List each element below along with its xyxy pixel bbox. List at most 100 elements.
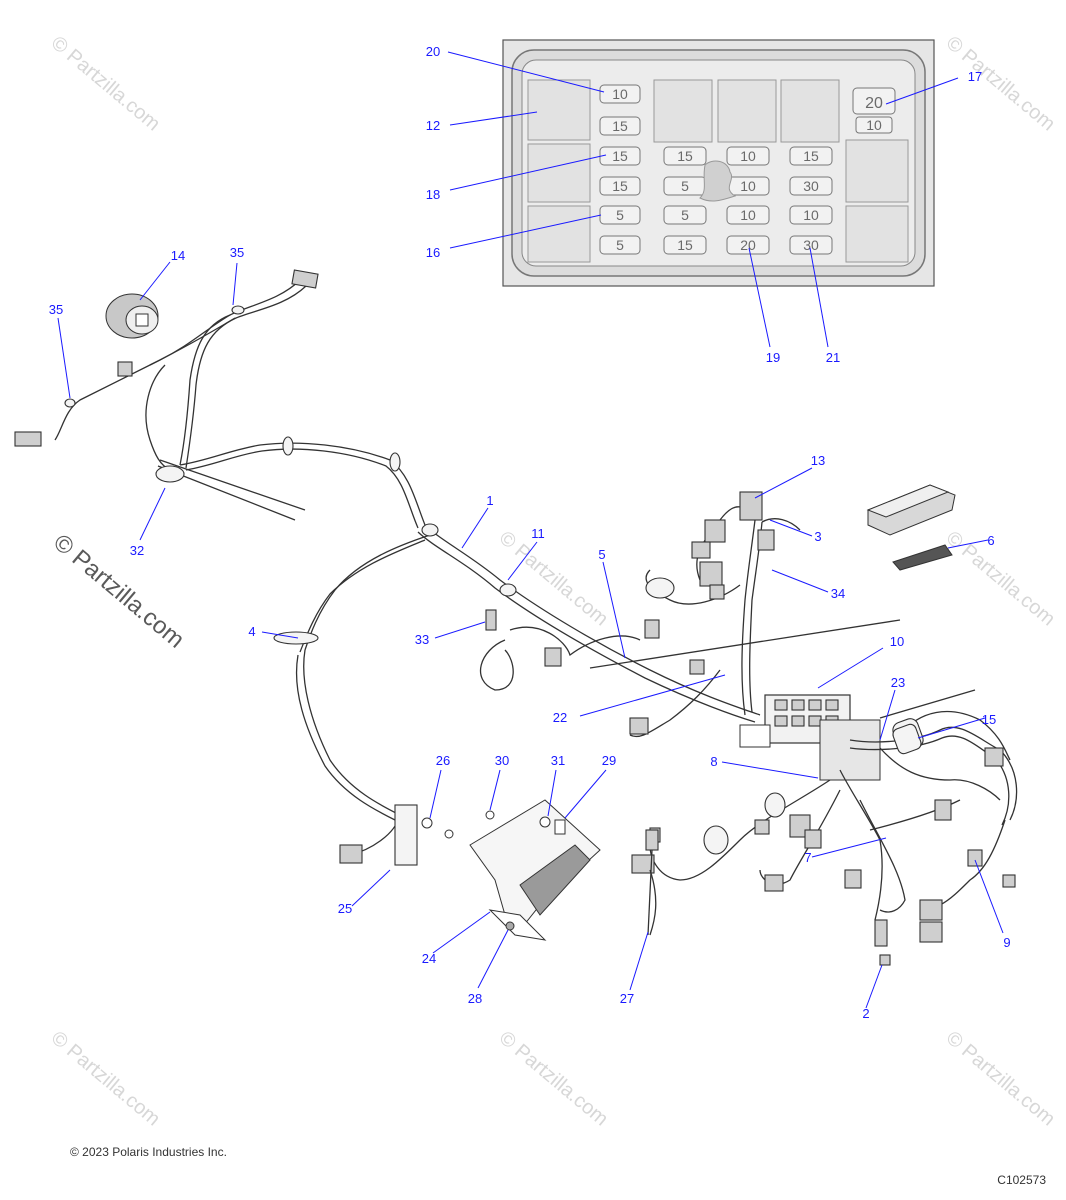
- fuse-rating: 10: [866, 117, 882, 133]
- fuse: 10: [789, 205, 833, 225]
- fuse: 15: [599, 116, 641, 136]
- fuse: 5: [663, 205, 707, 225]
- fuse-rating: 10: [740, 207, 756, 223]
- callout-21: 21: [826, 350, 840, 365]
- fuse-rating: 5: [681, 178, 689, 194]
- fuse: 15: [663, 146, 707, 166]
- callout-25: 25: [338, 901, 352, 916]
- callout-22: 22: [553, 710, 567, 725]
- figure-code: C102573: [997, 1173, 1046, 1187]
- fuse: 5: [599, 205, 641, 225]
- callout-28: 28: [468, 991, 482, 1006]
- watermark: © Partzilla.com: [942, 32, 1059, 135]
- fuse-rating: 15: [677, 237, 693, 253]
- fuse-rating: 10: [740, 148, 756, 164]
- fuse: 15: [789, 146, 833, 166]
- fuse-rating: 10: [612, 86, 628, 102]
- callout-9: 9: [1003, 935, 1010, 950]
- callout-33: 33: [415, 632, 429, 647]
- callout-26: 26: [436, 753, 450, 768]
- callout-7: 7: [804, 850, 811, 865]
- cable-tie-27: [645, 829, 659, 936]
- callout-2: 2: [862, 1006, 869, 1021]
- fuse: 5: [663, 176, 707, 196]
- watermark: © Partzilla.com: [47, 1027, 164, 1130]
- callout-15: 15: [982, 712, 996, 727]
- fuse-rating: 10: [740, 178, 756, 194]
- fuse: 10: [599, 84, 641, 104]
- watermark: © Partzilla.com: [942, 1027, 1059, 1130]
- fuse-rating: 5: [681, 207, 689, 223]
- callout-34: 34: [831, 586, 845, 601]
- callout-4: 4: [248, 624, 255, 639]
- callout-17: 17: [968, 69, 982, 84]
- fuse-rating: 15: [677, 148, 693, 164]
- callout-29: 29: [602, 753, 616, 768]
- callout-8: 8: [710, 754, 717, 769]
- fuse-rows: 10 15 15 15 5 5 15 5 5 15 10 10 10 20 15…: [599, 84, 896, 255]
- callout-1: 1: [486, 493, 493, 508]
- watermark: © Partzilla.com: [47, 32, 164, 135]
- module-6: [866, 484, 956, 571]
- callout-5: 5: [598, 547, 605, 562]
- callout-35: 35: [230, 245, 244, 260]
- fuse-rating: 30: [803, 237, 819, 253]
- fuse-box: 10 15 15 15 5 5 15 5 5 15 10 10 10 20 15…: [502, 39, 935, 287]
- leader-lines: [57, 51, 1004, 1009]
- callout-14: 14: [171, 248, 185, 263]
- watermark: © Partzilla.com: [495, 527, 612, 630]
- callout-32: 32: [130, 543, 144, 558]
- bracket-24: [421, 799, 601, 941]
- pod-harness: [14, 269, 426, 529]
- fuse: 20: [852, 87, 896, 115]
- callout-3: 3: [814, 529, 821, 544]
- callout-10: 10: [890, 634, 904, 649]
- callouts: 20 12 18 16 17 19 21 14 35 35 32 1 11 5 …: [49, 44, 1011, 1021]
- callout-13: 13: [811, 453, 825, 468]
- fuse-rating: 20: [740, 237, 756, 253]
- fuse: 15: [599, 146, 641, 166]
- callout-18: 18: [426, 187, 440, 202]
- watermark: © Partzilla.com: [48, 529, 189, 654]
- copyright-notice: © 2023 Polaris Industries Inc.: [70, 1145, 227, 1159]
- callout-27: 27: [620, 991, 634, 1006]
- callout-20: 20: [426, 44, 440, 59]
- fuse: 30: [789, 176, 833, 196]
- callout-11: 11: [531, 526, 545, 541]
- right-harness: [631, 491, 1018, 966]
- fuse-rating: 15: [612, 148, 628, 164]
- callout-6: 6: [987, 533, 994, 548]
- callout-19: 19: [766, 350, 780, 365]
- fuse: 10: [726, 146, 770, 166]
- callout-12: 12: [426, 118, 440, 133]
- fuse-rating: 10: [803, 207, 819, 223]
- fuse-box-splash-mark: [699, 160, 737, 202]
- fuse-rating: 15: [612, 118, 628, 134]
- relay-blocks: [527, 79, 909, 263]
- callout-16: 16: [426, 245, 440, 260]
- fuse-rating: 15: [612, 178, 628, 194]
- callout-31: 31: [551, 753, 565, 768]
- main-trunk: [273, 523, 901, 866]
- junction-box: [739, 694, 881, 781]
- fuse: 10: [726, 205, 770, 225]
- fuse: 15: [663, 235, 707, 255]
- switch-14: [105, 293, 159, 339]
- fuse: 20: [726, 235, 770, 255]
- fuse-rating: 5: [616, 237, 624, 253]
- fuse-rating: 30: [803, 178, 819, 194]
- callout-23: 23: [891, 675, 905, 690]
- callout-30: 30: [495, 753, 509, 768]
- watermark: © Partzilla.com: [942, 527, 1059, 630]
- watermark: © Partzilla.com: [495, 1027, 612, 1130]
- callout-35: 35: [49, 302, 63, 317]
- fuse: 10: [726, 176, 770, 196]
- wiring-harness: [14, 269, 1018, 966]
- callout-24: 24: [422, 951, 436, 966]
- fuse: 10: [855, 116, 893, 134]
- fuse: 15: [599, 176, 641, 196]
- fuse-rating: 20: [865, 95, 883, 112]
- fuse: 5: [599, 235, 641, 255]
- fuse-rating: 5: [616, 207, 624, 223]
